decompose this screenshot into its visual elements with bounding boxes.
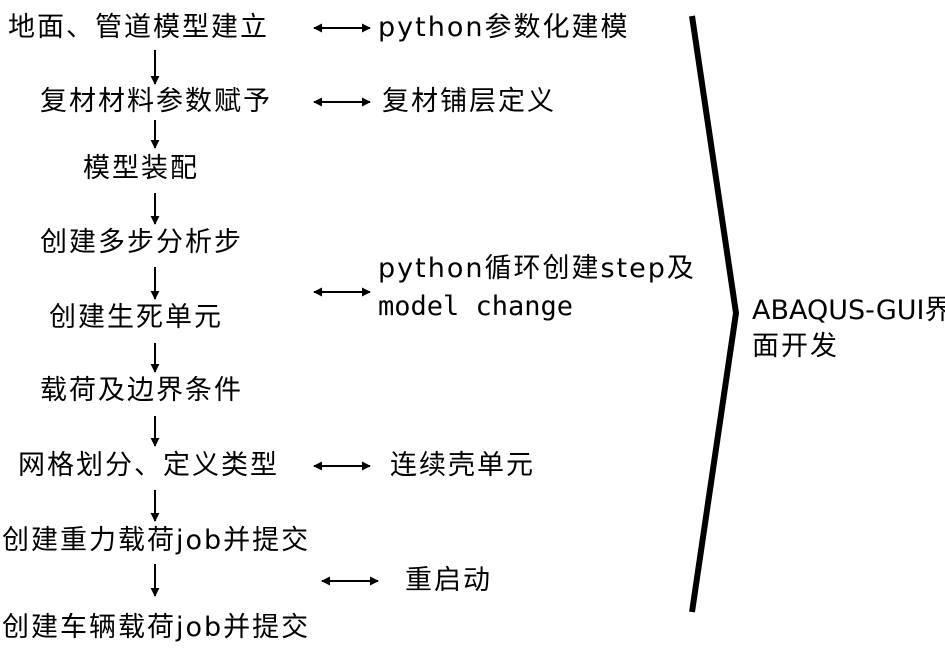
note-composite-layup: 复材铺层定义 bbox=[382, 86, 556, 117]
step-model-assembly: 模型装配 bbox=[83, 153, 199, 184]
note-continuum-shell: 连续壳单元 bbox=[390, 450, 535, 481]
brace-label-line1: ABAQUS-GUI界 bbox=[752, 295, 945, 326]
link-arrows bbox=[313, 23, 379, 586]
brace-label-line2: 面开发 bbox=[752, 331, 839, 362]
step-loads-boundary: 载荷及边界条件 bbox=[40, 375, 243, 406]
step-vehicle-load-job: 创建车辆载荷job并提交 bbox=[2, 612, 311, 643]
step-birth-death-elements: 创建生死单元 bbox=[49, 302, 223, 333]
note-restart: 重启动 bbox=[405, 565, 492, 596]
note-step-loop-line1: python循环创建step及 bbox=[378, 253, 696, 284]
step-multi-analysis-steps: 创建多步分析步 bbox=[40, 227, 243, 258]
step-ground-pipe-model: 地面、管道模型建立 bbox=[8, 12, 269, 43]
note-step-loop-line2: model change bbox=[378, 291, 574, 322]
step-meshing-element-type: 网格划分、定义类型 bbox=[18, 450, 279, 481]
step-composite-material-params: 复材材料参数赋予 bbox=[40, 86, 272, 117]
step-gravity-load-job: 创建重力载荷job并提交 bbox=[2, 525, 311, 556]
right-brace bbox=[689, 15, 740, 613]
note-python-modeling: python参数化建模 bbox=[378, 12, 630, 43]
